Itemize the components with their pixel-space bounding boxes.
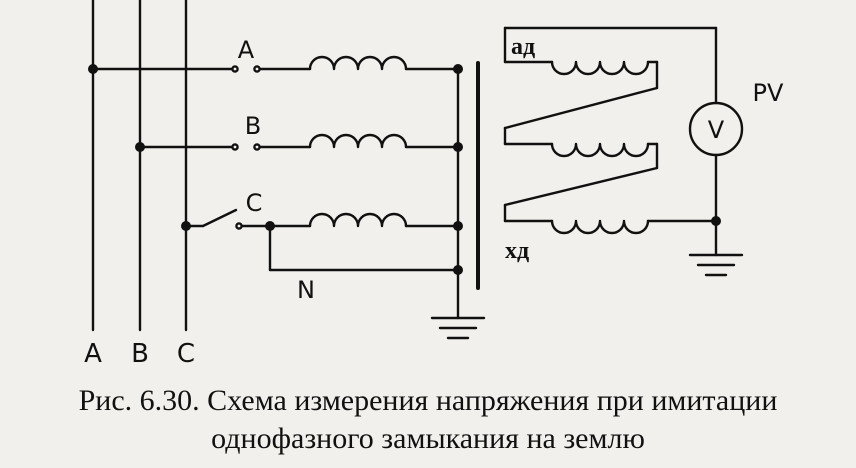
junction-dot (711, 216, 721, 226)
secondary-bottom-label: xд (505, 238, 529, 264)
phase-a-branch (91, 55, 460, 73)
switch-blade (201, 208, 238, 228)
meter-symbol: V (708, 116, 725, 144)
voltmeter-icon (688, 101, 744, 157)
phase-label-a: A (238, 36, 255, 64)
phase-label-c: C (246, 189, 263, 217)
figure-caption-line2: однофазного замыкания на землю (211, 422, 645, 455)
phase-label-b: B (245, 112, 261, 140)
junction-dot (453, 265, 463, 275)
ground-secondary-icon (688, 253, 744, 277)
bus-label-b: B (131, 339, 149, 369)
secondary-top-label: aд (511, 34, 535, 60)
junction-dot (181, 221, 191, 231)
ground-primary-icon (430, 316, 486, 340)
phase-b-branch (138, 133, 460, 151)
circuit-diagram: A B C N aд xд PV V A B C (84, 0, 784, 369)
bus-label-a: A (84, 339, 102, 369)
figure-caption-line1: Рис. 6.30. Схема измерения напряжения пр… (78, 384, 778, 417)
junction-dot (135, 142, 145, 152)
junction-dot (453, 221, 463, 231)
junction-dot (265, 221, 275, 231)
neutral-label: N (297, 276, 315, 304)
phase-c-branch (184, 208, 460, 272)
meter-label: PV (753, 79, 784, 107)
junction-dot (453, 64, 463, 74)
bus-label-c: C (177, 339, 195, 369)
junction-dot (453, 142, 463, 152)
secondary-winding (503, 26, 718, 235)
junction-dot (88, 64, 98, 74)
